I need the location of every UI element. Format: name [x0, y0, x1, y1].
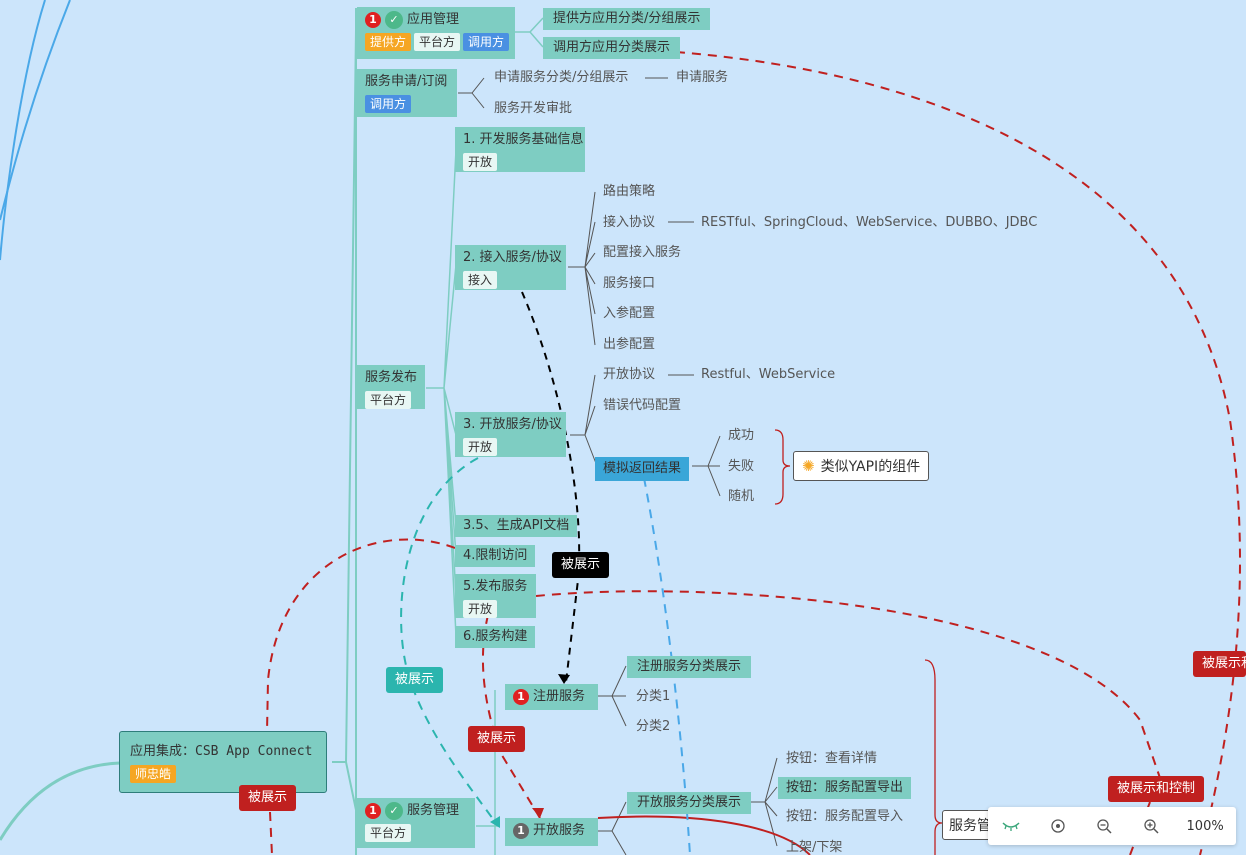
zoom-out-icon[interactable]: [1093, 815, 1115, 837]
node-title: 提供方应用分类/分组展示: [553, 11, 701, 26]
relation-label-shown[interactable]: 被展示: [552, 552, 610, 578]
service-publish-node[interactable]: 服务发布 平台方: [357, 365, 425, 409]
mock-random-item[interactable]: 随机: [728, 489, 755, 504]
step3-node[interactable]: 3. 开放服务/协议 开放: [455, 412, 566, 457]
tag-consumer: 调用方: [365, 95, 412, 113]
shelf-toggle-item[interactable]: 上架/下架: [786, 840, 843, 855]
service-interface-item[interactable]: 服务接口: [603, 276, 656, 291]
service-dev-approval-item[interactable]: 服务开发审批: [494, 101, 573, 116]
tag-platform: 平台方: [365, 824, 412, 842]
node-title: 3.5、生成API文档: [463, 518, 570, 533]
open-service-category-node[interactable]: 开放服务分类展示: [627, 792, 752, 814]
node-title: 6.服务构建: [463, 629, 528, 644]
step5-node[interactable]: 5.发布服务 开放: [455, 574, 536, 618]
yapi-callout[interactable]: ✺ 类似YAPI的组件: [793, 451, 930, 481]
node-title: 调用方应用分类展示: [553, 40, 671, 55]
step2-node[interactable]: 2. 接入服务/协议 接入: [455, 245, 566, 290]
node-title: 服务管理: [407, 803, 460, 818]
service-management-node[interactable]: 1 ✓ 服务管理 平台方: [357, 798, 475, 848]
node-title: 4.限制访问: [463, 548, 528, 563]
tag-open: 开放: [463, 438, 498, 456]
priority-1-icon: 1: [365, 803, 381, 819]
zoom-in-icon[interactable]: [1140, 815, 1162, 837]
eye-hide-icon[interactable]: [1000, 815, 1022, 837]
provider-app-category-node[interactable]: 提供方应用分类/分组展示: [543, 8, 711, 30]
node-title: 5.发布服务: [463, 579, 528, 594]
step35-node[interactable]: 3.5、生成API文档: [455, 515, 578, 537]
priority-1-icon: 1: [513, 689, 529, 705]
root-title: 应用集成：CSB App Connect: [130, 744, 313, 759]
apply-service-item[interactable]: 申请服务: [676, 70, 729, 85]
tag-platform: 平台方: [414, 33, 461, 51]
import-config-button-item[interactable]: 按钮：服务配置导入: [786, 809, 904, 824]
mock-fail-item[interactable]: 失败: [728, 459, 755, 474]
output-param-item[interactable]: 出参配置: [603, 337, 656, 352]
export-config-button-item[interactable]: 按钮：服务配置导出: [778, 777, 912, 799]
consumer-app-category-node[interactable]: 调用方应用分类展示: [543, 37, 681, 59]
node-title: 应用管理: [407, 12, 460, 27]
tag-open: 开放: [463, 153, 498, 171]
tag-consumer: 调用方: [463, 33, 510, 51]
node-title: 开放服务分类展示: [637, 795, 742, 810]
node-title: 3. 开放服务/协议: [463, 417, 562, 432]
service-apply-node[interactable]: 服务申请/订阅 调用方: [357, 69, 457, 117]
category1-item[interactable]: 分类1: [636, 689, 671, 704]
priority-1-icon: 1: [513, 823, 529, 839]
open-service-node[interactable]: 1 开放服务: [505, 818, 598, 846]
node-title: 注册服务: [533, 689, 586, 704]
zoom-level[interactable]: 100%: [1186, 818, 1224, 834]
apply-service-category-item[interactable]: 申请服务分类/分组展示: [494, 70, 629, 85]
zoom-toolbar: 100%: [988, 807, 1236, 845]
lightbulb-icon: ✺: [802, 457, 815, 475]
check-icon: ✓: [385, 802, 403, 820]
check-icon: ✓: [385, 11, 403, 29]
open-protocol-item[interactable]: 开放协议: [603, 367, 656, 382]
callout-text: 类似YAPI的组件: [820, 459, 921, 475]
app-management-node[interactable]: 1 ✓ 应用管理 提供方 平台方 调用方: [357, 7, 515, 59]
error-code-config-item[interactable]: 错误代码配置: [603, 398, 682, 413]
open-protocol-list[interactable]: Restful、WebService: [701, 367, 836, 382]
input-param-item[interactable]: 入参配置: [603, 306, 656, 321]
locate-center-icon[interactable]: [1047, 815, 1069, 837]
category2-item[interactable]: 分类2: [636, 719, 671, 734]
owner-tag: 师忠皓: [130, 765, 177, 783]
node-title: 按钮：服务配置导出: [786, 780, 904, 795]
relation-label-shown[interactable]: 被展示: [386, 667, 444, 693]
node-title: 服务发布: [365, 370, 418, 385]
view-detail-button-item[interactable]: 按钮：查看详情: [786, 751, 878, 766]
node-title: 开放服务: [533, 823, 586, 838]
relation-label-shown[interactable]: 被展示: [239, 785, 297, 811]
register-category-node[interactable]: 注册服务分类展示: [627, 656, 752, 678]
relation-label-shown[interactable]: 被展示: [468, 726, 526, 752]
mock-result-node[interactable]: 模拟返回结果: [595, 457, 690, 481]
step4-node[interactable]: 4.限制访问: [455, 545, 536, 567]
step6-node[interactable]: 6.服务构建: [455, 626, 536, 648]
access-protocol-list[interactable]: RESTful、SpringCloud、WebService、DUBBO、JDB…: [701, 215, 1038, 230]
config-access-service-item[interactable]: 配置接入服务: [603, 245, 682, 260]
step1-node[interactable]: 1. 开发服务基础信息 开放: [455, 127, 585, 172]
priority-1-icon: 1: [365, 12, 381, 28]
route-policy-item[interactable]: 路由策略: [603, 184, 656, 199]
tag-open: 开放: [463, 600, 498, 618]
access-protocol-item[interactable]: 接入协议: [603, 215, 656, 230]
tag-platform: 平台方: [365, 391, 412, 409]
relation-label-shown-and-control[interactable]: 被展示和控制: [1108, 776, 1205, 802]
register-service-node[interactable]: 1 注册服务: [505, 684, 598, 710]
tag-access: 接入: [463, 271, 498, 289]
node-title: 2. 接入服务/协议: [463, 250, 562, 265]
root-node[interactable]: 应用集成：CSB App Connect 师忠皓: [119, 731, 327, 793]
tag-provider: 提供方: [365, 33, 412, 51]
mock-success-item[interactable]: 成功: [728, 428, 755, 443]
relation-label-shown-and[interactable]: 被展示和: [1193, 651, 1246, 677]
node-title: 注册服务分类展示: [637, 659, 742, 674]
node-title: 1. 开发服务基础信息: [463, 132, 584, 147]
node-title: 服务申请/订阅: [365, 74, 448, 89]
